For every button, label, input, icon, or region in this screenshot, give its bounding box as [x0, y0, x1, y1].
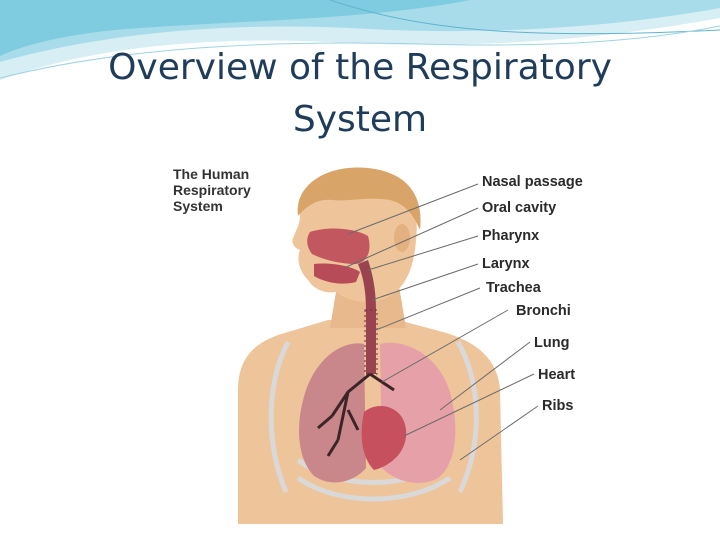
title-line-1: Overview of the Respiratory: [108, 47, 612, 88]
label-heart: Heart: [538, 367, 575, 383]
label-pharynx: Pharynx: [482, 228, 539, 244]
slide-title: Overview of the Respiratory System: [70, 42, 650, 146]
title-line-2: System: [293, 99, 427, 140]
figure-title-line-3: System: [173, 198, 283, 214]
label-lung: Lung: [534, 335, 569, 351]
ear-shape: [394, 224, 410, 252]
figure-title: The Human Respiratory System: [173, 166, 283, 214]
label-larynx: Larynx: [482, 256, 530, 272]
label-oral-cavity: Oral cavity: [482, 200, 556, 216]
respiratory-diagram: The Human Respiratory System Nasal passa…: [168, 160, 594, 524]
label-trachea: Trachea: [486, 280, 541, 296]
label-ribs: Ribs: [542, 398, 573, 414]
label-nasal-passage: Nasal passage: [482, 174, 583, 190]
figure-title-line-2: Respiratory: [173, 182, 283, 198]
figure-title-line-1: The Human: [173, 166, 283, 182]
label-bronchi: Bronchi: [516, 303, 571, 319]
